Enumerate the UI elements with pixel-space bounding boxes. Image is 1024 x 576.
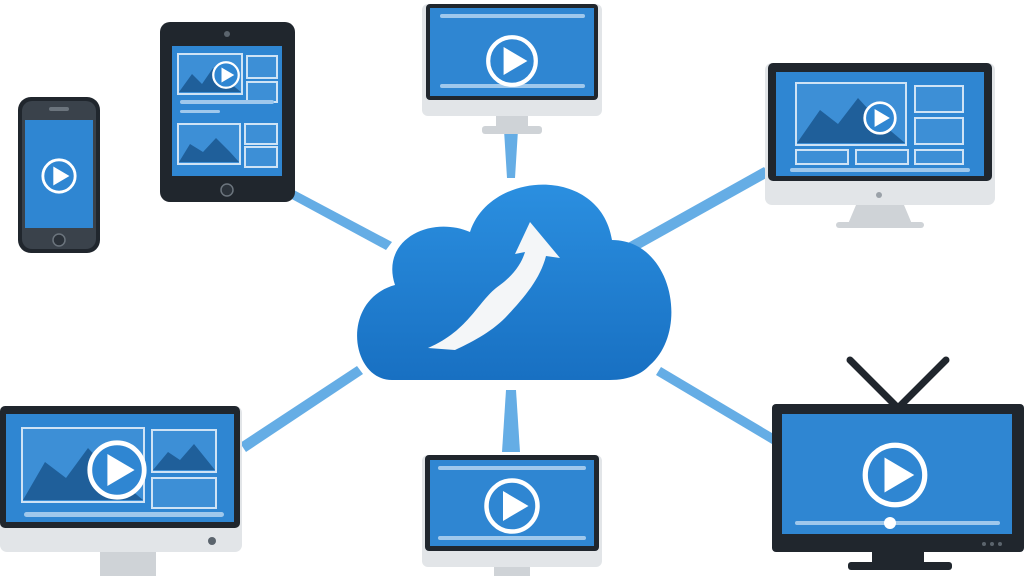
beam-top-monitor <box>504 130 518 178</box>
beam-bottom-monitor <box>502 390 520 452</box>
play-icon <box>212 61 240 89</box>
left-monitor-device <box>0 406 242 576</box>
play-icon <box>863 101 897 135</box>
cloud-hub <box>357 184 672 380</box>
play-icon <box>90 443 144 497</box>
connection-beams <box>240 130 777 452</box>
beam-right-monitor <box>626 167 770 253</box>
tablet-device <box>160 22 295 202</box>
play-icon <box>488 37 536 85</box>
play-icon <box>41 158 77 194</box>
beam-left-monitor <box>240 366 363 452</box>
antenna-right <box>894 356 950 412</box>
play-icon <box>487 481 538 532</box>
bottom-monitor-device <box>422 455 602 576</box>
beam-tv <box>656 367 777 444</box>
beam-tablet <box>288 189 392 250</box>
play-icon <box>865 445 925 505</box>
top-monitor-device <box>422 4 602 134</box>
cloud-upload-icon <box>428 222 560 350</box>
right-monitor-device <box>765 63 995 228</box>
antenna-left <box>846 356 902 412</box>
tv-device <box>772 356 1024 570</box>
smartphone-device <box>18 97 100 253</box>
